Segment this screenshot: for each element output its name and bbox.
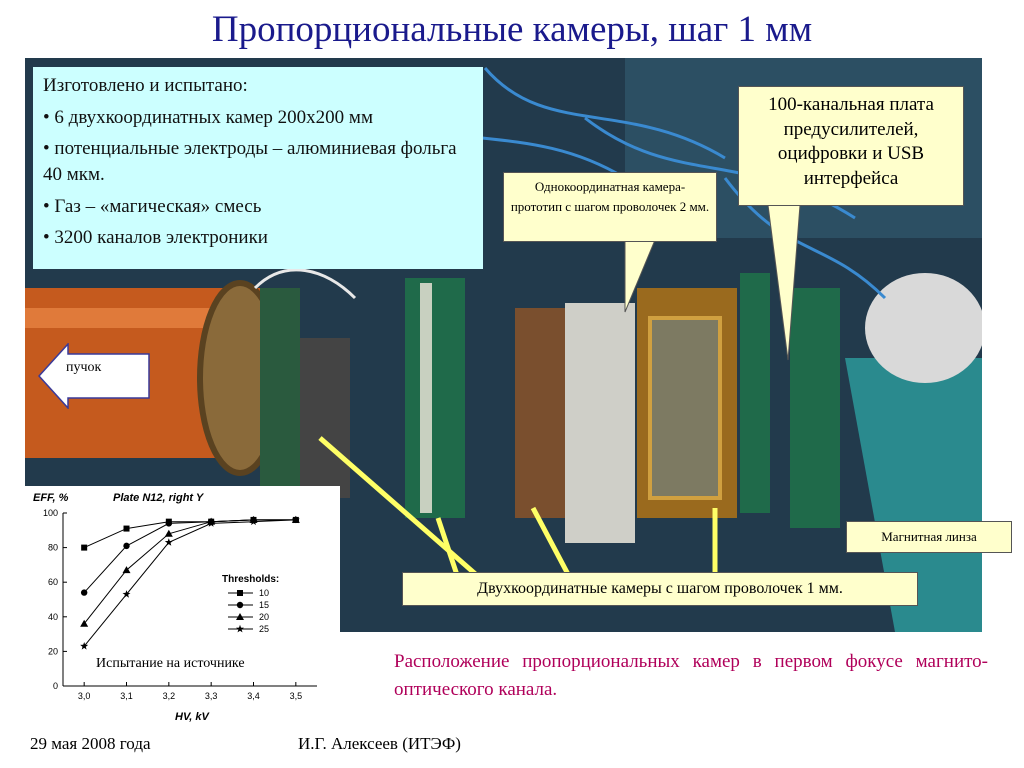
chart-ylabel: EFF, % [33, 492, 69, 504]
data-point [249, 517, 258, 525]
data-point [80, 589, 88, 596]
prototype-callout-pointer [624, 240, 656, 313]
chart-title: Plate N12, right Y [113, 492, 205, 504]
legend-marker [236, 601, 244, 609]
legend-marker [236, 613, 244, 620]
legend-marker [236, 624, 244, 633]
data-point [164, 529, 173, 537]
legend-label: 15 [259, 600, 269, 610]
beam-label: пучок [66, 360, 102, 375]
footer-author: И.Г. Алексеев (ИТЭФ) [298, 734, 461, 753]
legend-label: 20 [259, 612, 269, 622]
efficiency-chart: EFF, % Plate N12, right Y HV, kV Thresho… [25, 486, 340, 726]
x-tick-label: 3,4 [247, 691, 260, 701]
chart-annotation: Испытание на источнике [93, 655, 248, 673]
series-line-10 [83, 519, 296, 549]
chart-xlabel: HV, kV [175, 711, 211, 723]
board-callout-text: 100-канальная плата предусилителей, оциф… [768, 94, 934, 190]
data-point [207, 519, 216, 527]
info-item: • потенциальные электроды – алюминиевая … [43, 138, 457, 185]
beam-arrow [38, 343, 150, 409]
x-tick-label: 3,2 [163, 691, 176, 701]
data-point [164, 538, 173, 546]
info-item: • 3200 каналов электроники [43, 227, 268, 249]
x-tick-label: 3,3 [205, 691, 218, 701]
y-tick-label: 60 [48, 577, 58, 587]
data-point [122, 566, 131, 574]
data-point [122, 590, 131, 598]
lens-callout-text: Магнитная линза [881, 529, 977, 544]
y-tick-label: 80 [48, 543, 58, 553]
slide-caption: Расположение пропорциональных камер в пе… [394, 651, 988, 700]
x-tick-label: 3,0 [78, 691, 91, 701]
y-tick-label: 100 [43, 508, 58, 518]
prototype-callout-text: Однокоординатная камера-прототип с шагом… [510, 179, 710, 214]
chambers-callout: Двухкоординатные камеры с шагом проволоч… [402, 572, 918, 606]
board-callout-pointer [767, 205, 801, 361]
legend-label: 10 [259, 588, 269, 598]
data-point [291, 515, 300, 524]
info-item: • 6 двухкоординатных камер 200х200 мм [43, 106, 373, 128]
efficiency-chart-svg: EFF, % Plate N12, right Y HV, kV Thresho… [33, 492, 317, 723]
y-tick-label: 0 [53, 681, 58, 691]
y-tick-label: 20 [48, 646, 58, 656]
prototype-callout: Однокоординатная камера-прототип с шагом… [503, 172, 717, 242]
info-item: • Газ – «магическая» смесь [43, 195, 262, 217]
data-point [80, 619, 89, 627]
board-callout: 100-канальная плата предусилителей, оциф… [738, 86, 964, 206]
data-point [80, 642, 89, 650]
data-point [123, 542, 130, 550]
series-line-20 [83, 519, 296, 625]
lens-callout: Магнитная линза [846, 521, 1012, 553]
data-point [123, 525, 130, 532]
data-point [81, 544, 88, 551]
legend-marker [237, 590, 243, 596]
slide-title: Пропорциональные камеры, шаг 1 мм [211, 9, 813, 50]
x-tick-label: 3,5 [290, 691, 303, 701]
x-tick-label: 3,1 [120, 691, 133, 701]
footer-date: 29 мая 2008 года [30, 734, 151, 753]
legend-title: Thresholds: [222, 574, 279, 585]
legend-label: 25 [259, 624, 269, 634]
series-line-25 [83, 519, 296, 647]
chambers-callout-text: Двухкоординатные камеры с шагом проволоч… [477, 580, 843, 597]
info-heading: Изготовлено и испытано: [43, 75, 248, 96]
data-point [165, 520, 173, 527]
y-tick-label: 40 [48, 612, 58, 622]
info-box: Изготовлено и испытано: • 6 двухкоордина… [33, 67, 483, 269]
